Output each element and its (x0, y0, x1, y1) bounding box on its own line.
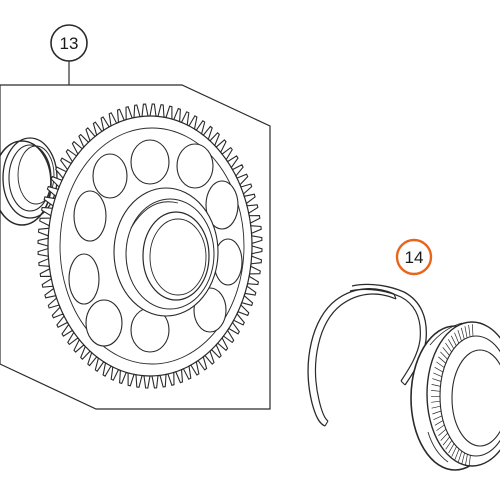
gear-lightening-holes (68, 139, 243, 353)
snap-ring (307, 283, 427, 427)
freewheel-serrations (431, 324, 474, 468)
callout-13-label: 13 (60, 34, 79, 53)
callout-14-label: 14 (405, 248, 424, 267)
starter-gear (37, 103, 263, 389)
callout-13[interactable]: 13 (50, 24, 88, 62)
callout-13-circle (50, 24, 88, 62)
callout-14-circle (395, 238, 433, 276)
callout-14[interactable]: 14 (395, 238, 433, 276)
freewheel-ring (410, 321, 500, 471)
gear-hub (113, 187, 219, 317)
